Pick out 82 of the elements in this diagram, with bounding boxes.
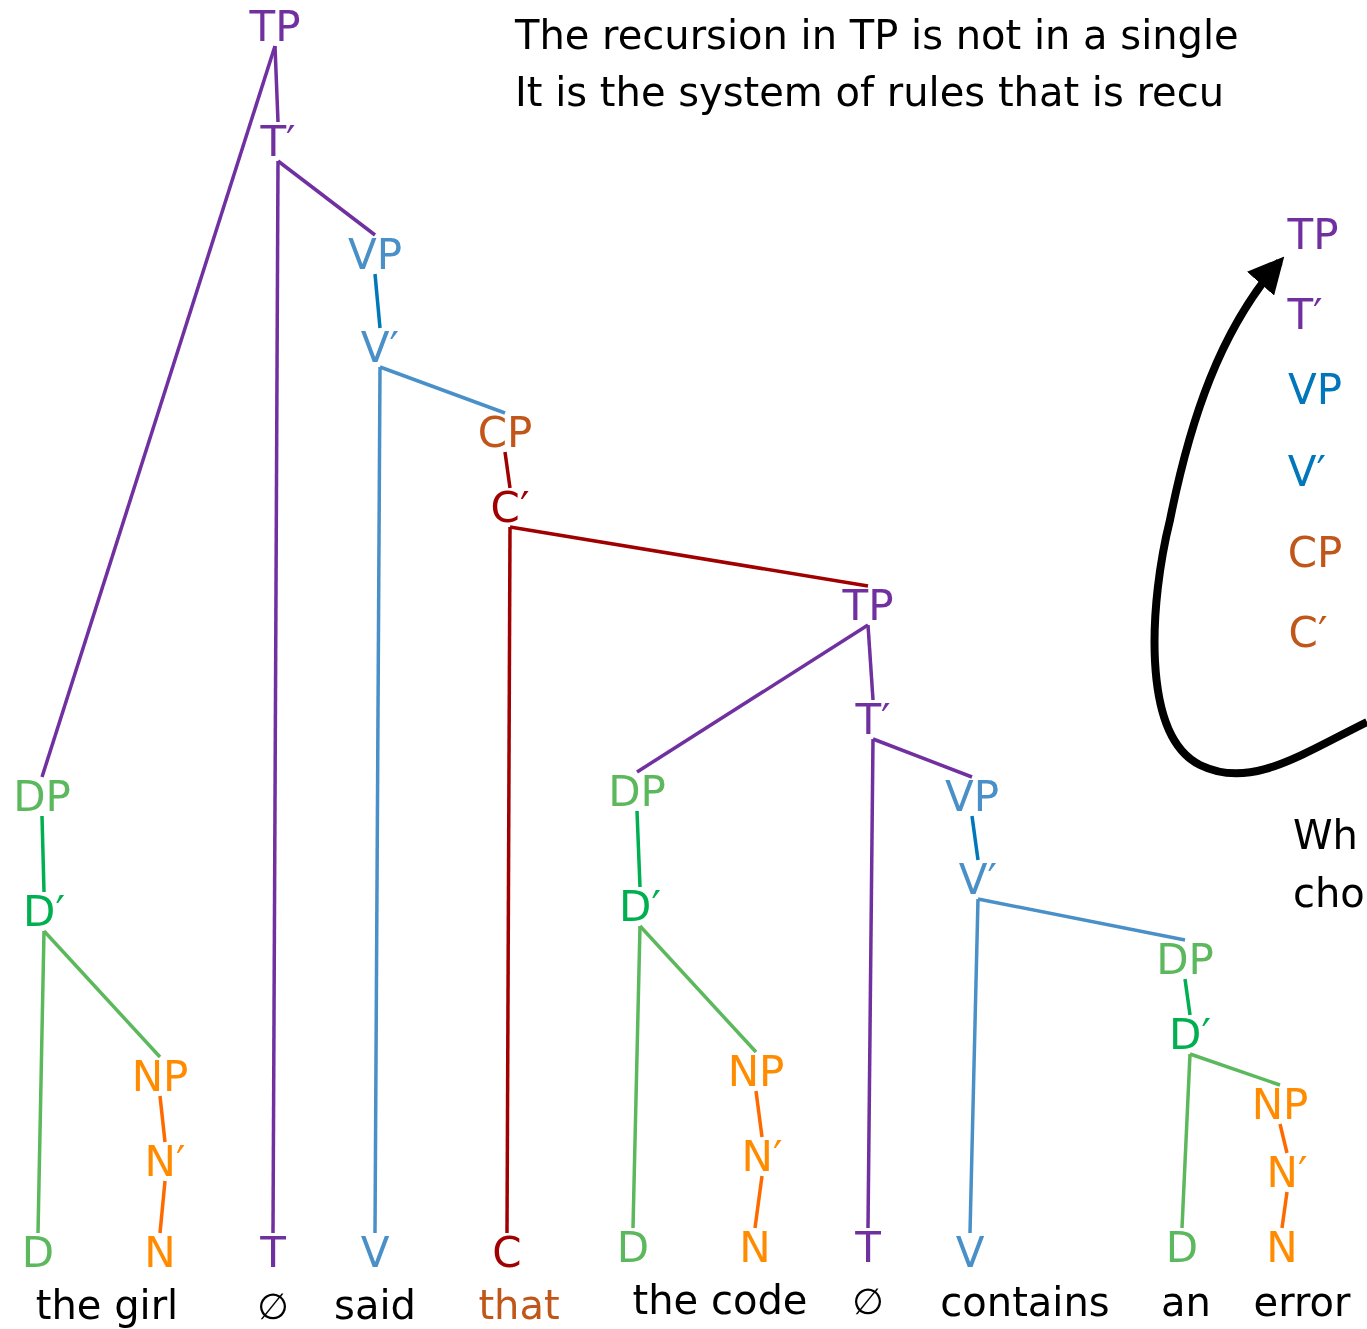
- tree-node-label: D′: [23, 891, 65, 933]
- tree-node-label: DP: [1156, 939, 1214, 981]
- rule-label: VP: [1287, 369, 1343, 411]
- tree-branch: [271, 161, 280, 1233]
- tree-node-label: T: [260, 1232, 286, 1274]
- word-text: said: [334, 1285, 416, 1325]
- tree-branch: [754, 1090, 764, 1138]
- tree-branch: [36, 930, 46, 1234]
- word-text: that: [478, 1285, 560, 1325]
- tree-branch: [1189, 1052, 1281, 1087]
- tree-node-label: N′: [144, 1141, 186, 1183]
- tree-branch: [970, 815, 980, 861]
- tree-branch: [158, 1180, 167, 1234]
- tree-node-label: D: [616, 1227, 650, 1269]
- tree-node-label: C′: [490, 487, 530, 529]
- note-text: cho: [1293, 873, 1365, 913]
- tree-branch: [503, 451, 512, 489]
- tree-branch: [505, 527, 512, 1233]
- rule-label: V′: [1287, 451, 1327, 493]
- tree-branch: [42, 929, 162, 1059]
- tree-node-label: V: [360, 1232, 390, 1274]
- tree-node-label: DP: [13, 776, 71, 818]
- tree-branch: [40, 45, 277, 778]
- word-text: contains: [940, 1282, 1110, 1322]
- tree-branch: [1180, 1053, 1192, 1229]
- tree-node-label: NP: [131, 1056, 189, 1098]
- tree-branch: [866, 624, 875, 701]
- tree-node-label: D: [1165, 1227, 1199, 1269]
- tree-branch: [635, 810, 642, 888]
- rule-label: T′: [1287, 294, 1323, 336]
- tree-branch: [631, 925, 642, 1229]
- tree-node-label: C: [492, 1232, 522, 1274]
- tree-node-label: D: [21, 1232, 55, 1274]
- rule-label: C′: [1288, 612, 1328, 654]
- tree-branch: [158, 1095, 167, 1143]
- tree-branch: [273, 45, 280, 123]
- tree-node-label: N′: [1266, 1152, 1308, 1194]
- tree-branch: [977, 897, 1186, 942]
- word-text: error: [1253, 1282, 1351, 1322]
- tree-branch: [509, 525, 869, 588]
- tree-node-label: VP: [347, 234, 403, 276]
- tree-node-label: NP: [1251, 1084, 1309, 1126]
- tree-node-label: TP: [249, 6, 301, 48]
- tree-node-label: VP: [944, 776, 1000, 818]
- word-text: ∅: [257, 1289, 289, 1325]
- tree-node-label: N: [739, 1227, 771, 1269]
- tree-branch: [1278, 1123, 1289, 1154]
- tree-node-label: V′: [958, 859, 998, 901]
- tree-node-label: T′: [855, 699, 891, 741]
- tree-node-label: D′: [1169, 1014, 1211, 1056]
- tree-node-label: N′: [741, 1136, 783, 1178]
- tree-branch: [866, 739, 875, 1228]
- rule-label: TP: [1287, 214, 1339, 256]
- tree-branch: [40, 815, 46, 893]
- tree-node-label: NP: [727, 1051, 785, 1093]
- note-text: Wh: [1293, 815, 1358, 855]
- tree-branch: [636, 623, 869, 774]
- tree-branch: [379, 365, 506, 415]
- tree-branch: [968, 898, 980, 1234]
- rule-label: CP: [1287, 532, 1343, 574]
- tree-branch: [373, 367, 382, 1233]
- tree-node-label: T: [855, 1227, 881, 1269]
- tree-node-label: TP: [842, 585, 894, 627]
- word-text: the code: [632, 1280, 808, 1320]
- tree-branch: [276, 159, 377, 237]
- tree-node-label: DP: [608, 771, 666, 813]
- tree-branch: [373, 273, 382, 329]
- tree-branch: [638, 924, 758, 1054]
- tree-node-label: D′: [619, 886, 661, 928]
- tree-node-label: N: [144, 1232, 176, 1274]
- word-text: an: [1161, 1282, 1211, 1322]
- tree-node-label: CP: [477, 412, 533, 454]
- tree-node-label: V′: [360, 327, 400, 369]
- curved-arrow: [1150, 256, 1367, 778]
- tree-branch: [872, 737, 973, 779]
- tree-node-label: T′: [260, 121, 296, 163]
- tree-branch: [753, 1175, 764, 1229]
- tree-node-label: V: [955, 1232, 985, 1274]
- word-text: ∅: [852, 1284, 884, 1320]
- tree-branch: [1280, 1191, 1289, 1229]
- tree-node-label: N: [1266, 1227, 1298, 1269]
- tree-branch: [1183, 978, 1192, 1016]
